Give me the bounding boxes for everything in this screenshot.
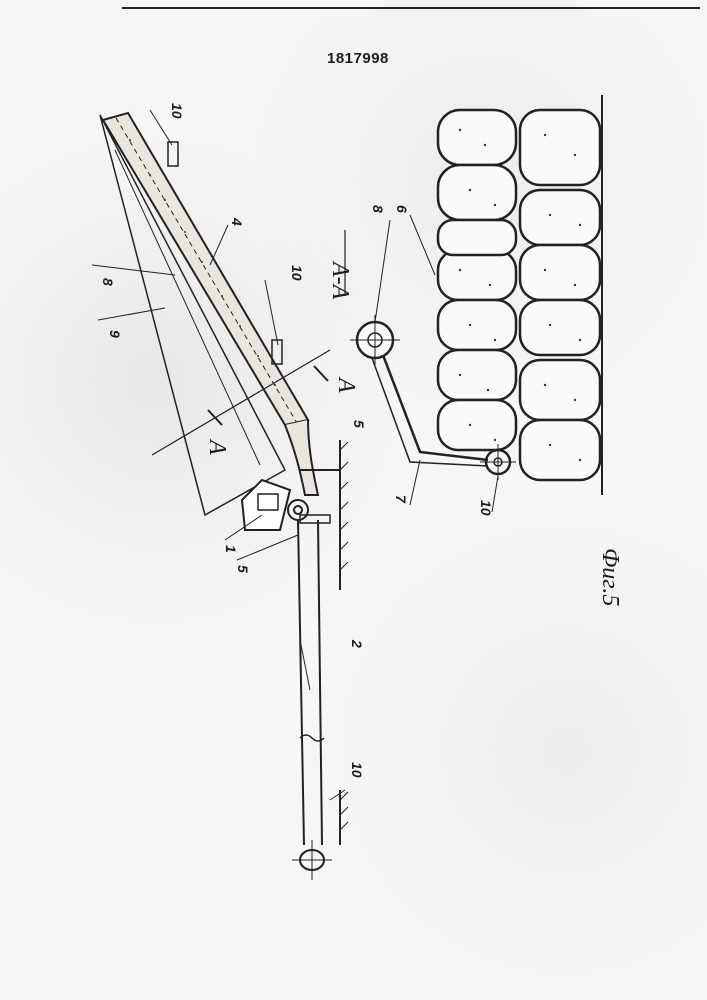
base-hatching — [340, 442, 348, 570]
bale-column-2 — [438, 110, 516, 255]
rod-right — [318, 520, 322, 845]
leader-10-bottom — [330, 790, 345, 800]
label-5-bottom: 5 — [235, 565, 251, 573]
section-arrow-2 — [314, 366, 328, 381]
label-section-a-left: A — [204, 438, 230, 455]
label-section-view: A-A — [327, 260, 353, 300]
leader-4 — [210, 225, 228, 265]
clamp-top — [168, 142, 178, 166]
rod-left — [298, 520, 304, 845]
leader-6 — [410, 215, 435, 275]
section-view — [345, 95, 602, 512]
label-10-section: 10 — [478, 500, 494, 516]
leader-8-section — [375, 220, 390, 322]
label-2: 2 — [349, 639, 365, 648]
label-7: 7 — [393, 495, 409, 504]
label-9: 9 — [107, 330, 123, 338]
conveyor-side-view — [92, 110, 348, 880]
pivot-outer — [288, 500, 308, 520]
leader-7 — [410, 460, 420, 505]
label-10-bottom: 10 — [349, 762, 365, 778]
bale-column-3 — [520, 110, 600, 480]
label-8-left: 8 — [100, 278, 116, 286]
leader-10-mid — [265, 280, 278, 345]
curved-section — [285, 420, 318, 495]
leader-8 — [92, 265, 175, 275]
label-4: 4 — [229, 217, 245, 226]
leader-9 — [98, 308, 165, 320]
leader-10-top — [150, 110, 172, 145]
section-arrow-1 — [208, 410, 222, 425]
motor-housing — [242, 480, 290, 530]
base-bracket — [300, 515, 330, 523]
leader-5b — [237, 535, 298, 560]
ground-hatching — [340, 792, 348, 830]
label-6: 6 — [394, 205, 410, 213]
label-10-mid: 10 — [289, 265, 305, 281]
label-1: 1 — [223, 545, 239, 553]
label-10-top: 10 — [169, 103, 185, 119]
bale-column-1 — [438, 250, 516, 450]
figure-caption: Фиг.5 — [597, 548, 623, 606]
label-5-top: 5 — [351, 420, 367, 428]
pivot-inner — [294, 506, 302, 514]
label-8-section: 8 — [370, 205, 386, 213]
label-section-a-right: A — [333, 376, 359, 393]
